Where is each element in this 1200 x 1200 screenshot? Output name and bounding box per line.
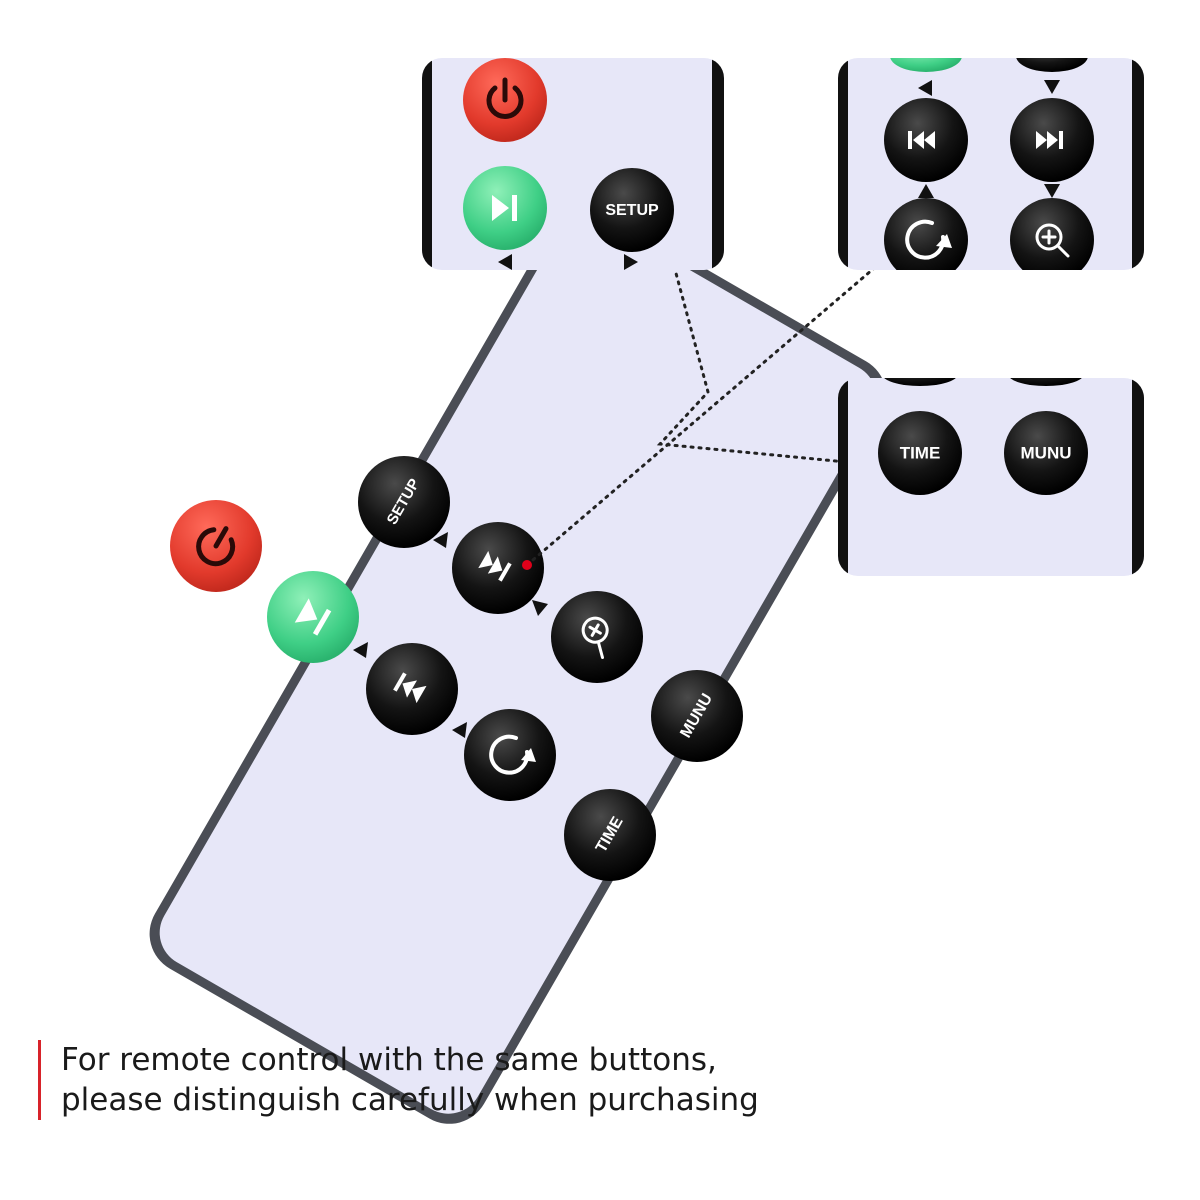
inset-repeat-button <box>884 198 968 270</box>
setup-button[interactable]: SETUP <box>358 456 450 548</box>
power-button[interactable] <box>170 500 262 592</box>
note-line-1: For remote control with the same buttons… <box>61 1042 717 1078</box>
next-track-icon <box>478 550 512 582</box>
power-icon <box>486 77 524 119</box>
time-button[interactable]: TIME <box>564 789 656 881</box>
inset-time-label: TIME <box>900 443 941 462</box>
remote-arrow-markers <box>353 532 548 738</box>
previous-track-icon <box>393 672 427 704</box>
inset-panel-transport <box>838 58 1144 270</box>
inset-zoom-button <box>1010 198 1094 270</box>
zoom-in-icon <box>1035 223 1070 258</box>
repeat-icon <box>905 219 952 260</box>
play-pause-icon <box>492 195 517 221</box>
next-track-icon <box>1036 131 1063 149</box>
note-line-2: please distinguish carefully when purcha… <box>61 1082 759 1118</box>
repeat-icon <box>489 734 536 775</box>
next-track-button[interactable] <box>452 522 544 614</box>
previous-track-button[interactable] <box>366 643 458 735</box>
inset-menu-button <box>1004 411 1088 495</box>
power-icon <box>196 526 236 567</box>
remote-control <box>149 206 887 1124</box>
inset-menu-label: MUNU <box>1021 443 1072 462</box>
zoom-button[interactable] <box>551 591 643 683</box>
play-pause-button[interactable] <box>267 571 359 663</box>
inset-time-button <box>878 411 962 495</box>
menu-button[interactable]: MUNU <box>651 670 743 762</box>
repeat-button[interactable] <box>464 709 556 801</box>
inset-panel-power-setup: SETUP <box>422 58 724 270</box>
callout-lines <box>525 249 895 567</box>
inset-panel-time-menu: TIME MUNU <box>838 378 1144 576</box>
inset-setup-label: SETUP <box>605 202 659 219</box>
previous-track-icon <box>908 131 935 149</box>
purchase-note: For remote control with the same buttons… <box>38 1040 1061 1120</box>
play-pause-icon <box>294 598 332 636</box>
inset-setup-button <box>590 168 674 252</box>
zoom-in-icon <box>581 616 609 659</box>
